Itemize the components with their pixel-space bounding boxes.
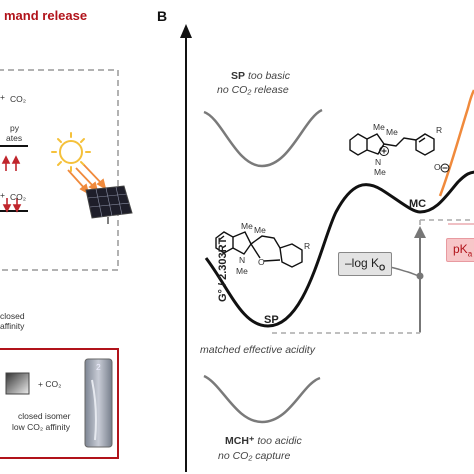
mch-note: too acidic — [257, 435, 302, 447]
mc-o: O — [434, 162, 441, 172]
plus-mid: + — [0, 190, 5, 200]
pka-text: pK — [453, 242, 468, 256]
sp-me2: Me — [254, 225, 266, 235]
co2-top-label: CO₂ — [10, 94, 27, 104]
panel-b-label: B — [157, 8, 168, 24]
sun-icon — [51, 132, 91, 172]
y-axis-label: G° / 2.303RT — [217, 237, 229, 302]
low-co2-affinity-label: low CO₂ affinity — [12, 422, 70, 432]
log-k-box: –log KO — [338, 252, 393, 277]
pka-box: pKa — [446, 238, 474, 263]
o-minus-badge — [440, 163, 450, 173]
sp-top-note: too basic — [247, 70, 290, 82]
closed-text: closed — [0, 311, 25, 321]
mc-structure-drawing — [349, 133, 435, 156]
mc-me2: Me — [386, 127, 398, 137]
n-plus-badge — [379, 146, 389, 156]
sp-state-label: SP — [264, 314, 279, 326]
sp-me1: Me — [241, 221, 253, 231]
solar-panel-icon — [85, 185, 133, 224]
panel-a-red-box — [0, 348, 119, 459]
log-k-sub: O — [379, 263, 386, 273]
energy-profile-curve — [204, 170, 474, 328]
panel-a-title: mand release — [4, 8, 88, 23]
red-arrows-up — [1, 155, 21, 171]
sp-too-basic-line: SP too basic — [231, 71, 290, 82]
well-too-acidic — [203, 374, 321, 424]
sunlight-arrows — [67, 164, 107, 195]
vial-mark: 2 — [96, 362, 101, 372]
py-text: py — [10, 123, 19, 133]
closed-isomer-swatch — [5, 372, 30, 395]
mc-n: N — [375, 157, 382, 167]
mc-state-label: MC — [409, 198, 427, 210]
panel-a-dashed-box — [0, 69, 119, 271]
pka-sub: a — [467, 249, 473, 259]
log-k-arrowhead — [414, 226, 426, 238]
sp-structure-drawing — [215, 231, 303, 268]
sp-r: R — [304, 241, 311, 251]
sp-me3: Me — [236, 266, 248, 276]
co2-mid-label: CO₂ — [10, 192, 27, 202]
mch-state: MCH⁺ — [225, 435, 255, 447]
sp-o: O — [258, 257, 265, 267]
closed-isomer-label: closed isomer — [18, 411, 71, 421]
red-arrows-down — [2, 198, 22, 213]
vial-highlight — [91, 379, 97, 441]
mc-r: R — [436, 125, 443, 135]
well-too-basic — [203, 108, 323, 168]
affinity-text: affinity — [0, 321, 25, 331]
y-axis-arrowhead — [180, 24, 192, 38]
mch-too-acidic-line: MCH⁺ too acidic — [225, 436, 302, 447]
sp-top-state: SP — [231, 70, 246, 82]
sp-n: N — [239, 255, 246, 265]
no-co2-release: no CO₂ release — [217, 84, 289, 96]
vial-photo — [84, 358, 113, 448]
mc-me3: Me — [374, 167, 386, 177]
log-k-dot — [416, 272, 424, 280]
log-k-text: –log K — [345, 256, 380, 270]
orange-branch-curve — [438, 89, 474, 197]
mc-me1: Me — [373, 122, 385, 132]
no-co2-capture: no CO₂ capture — [218, 450, 291, 462]
plus-top: + — [0, 92, 5, 102]
matched-acidity-label: matched effective acidity — [200, 344, 315, 356]
ates-text: ates — [6, 133, 23, 143]
plus-co2-label: + CO₂ — [38, 379, 62, 389]
